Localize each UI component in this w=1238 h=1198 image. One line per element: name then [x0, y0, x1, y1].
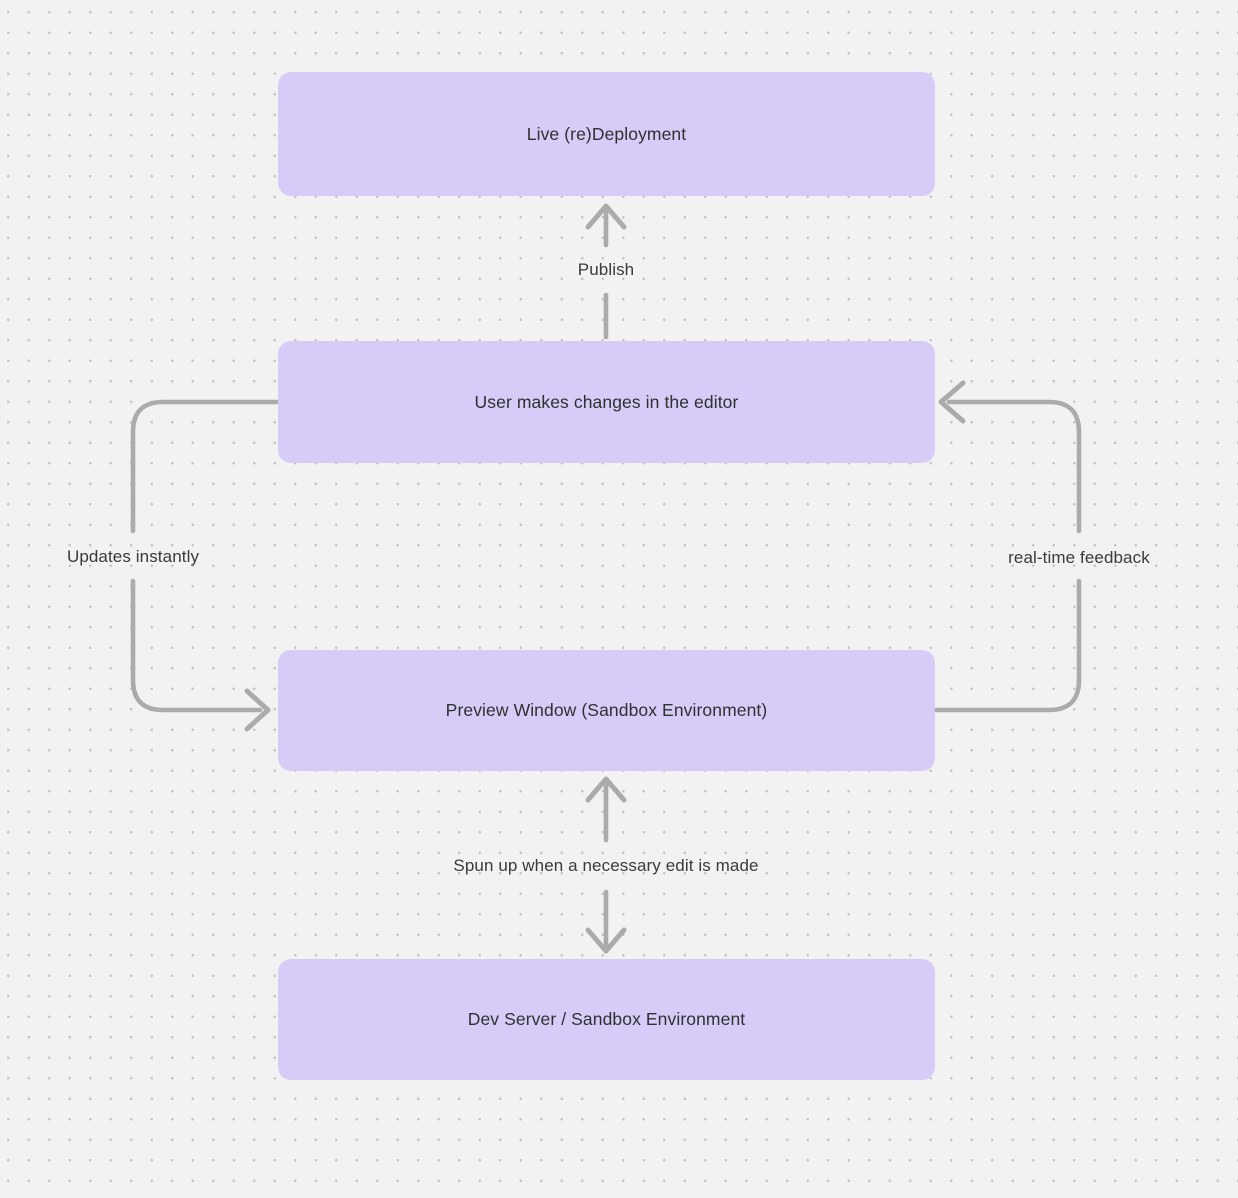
- node-editor-changes-label: User makes changes in the editor: [474, 391, 739, 412]
- edge-label-publish: Publish: [577, 260, 635, 279]
- feedback-arrowhead-left-icon: [938, 380, 966, 424]
- node-dev-server-label: Dev Server / Sandbox Environment: [467, 1009, 746, 1029]
- spun-up-arrowhead-up-icon: [585, 776, 627, 803]
- feedback-path-lower: [933, 578, 1082, 713]
- edge-label-updates-instantly: Updates instantly: [66, 547, 200, 566]
- node-preview-window-label: Preview Window (Sandbox Environment): [445, 700, 768, 720]
- node-live-deployment-label: Live (re)Deployment: [526, 123, 687, 144]
- spun-up-arrowhead-down-icon: [585, 927, 627, 954]
- node-dev-server: Dev Server / Sandbox Environment: [278, 959, 935, 1080]
- node-live-deployment: Live (re)Deployment: [278, 72, 935, 196]
- edge-label-spun-up: Spun up when a necessary edit is made: [453, 856, 759, 875]
- updates-arrowhead-right-icon: [244, 688, 271, 732]
- publish-arrowhead-up-icon: [585, 203, 627, 230]
- node-preview-window: Preview Window (Sandbox Environment): [278, 650, 935, 771]
- edge-label-real-time-feedback: real-time feedback: [1008, 548, 1150, 567]
- updates-path-upper: [130, 399, 281, 534]
- feedback-path-upper: [946, 399, 1082, 534]
- node-editor-changes: User makes changes in the editor: [278, 341, 935, 463]
- updates-path-lower: [130, 578, 263, 713]
